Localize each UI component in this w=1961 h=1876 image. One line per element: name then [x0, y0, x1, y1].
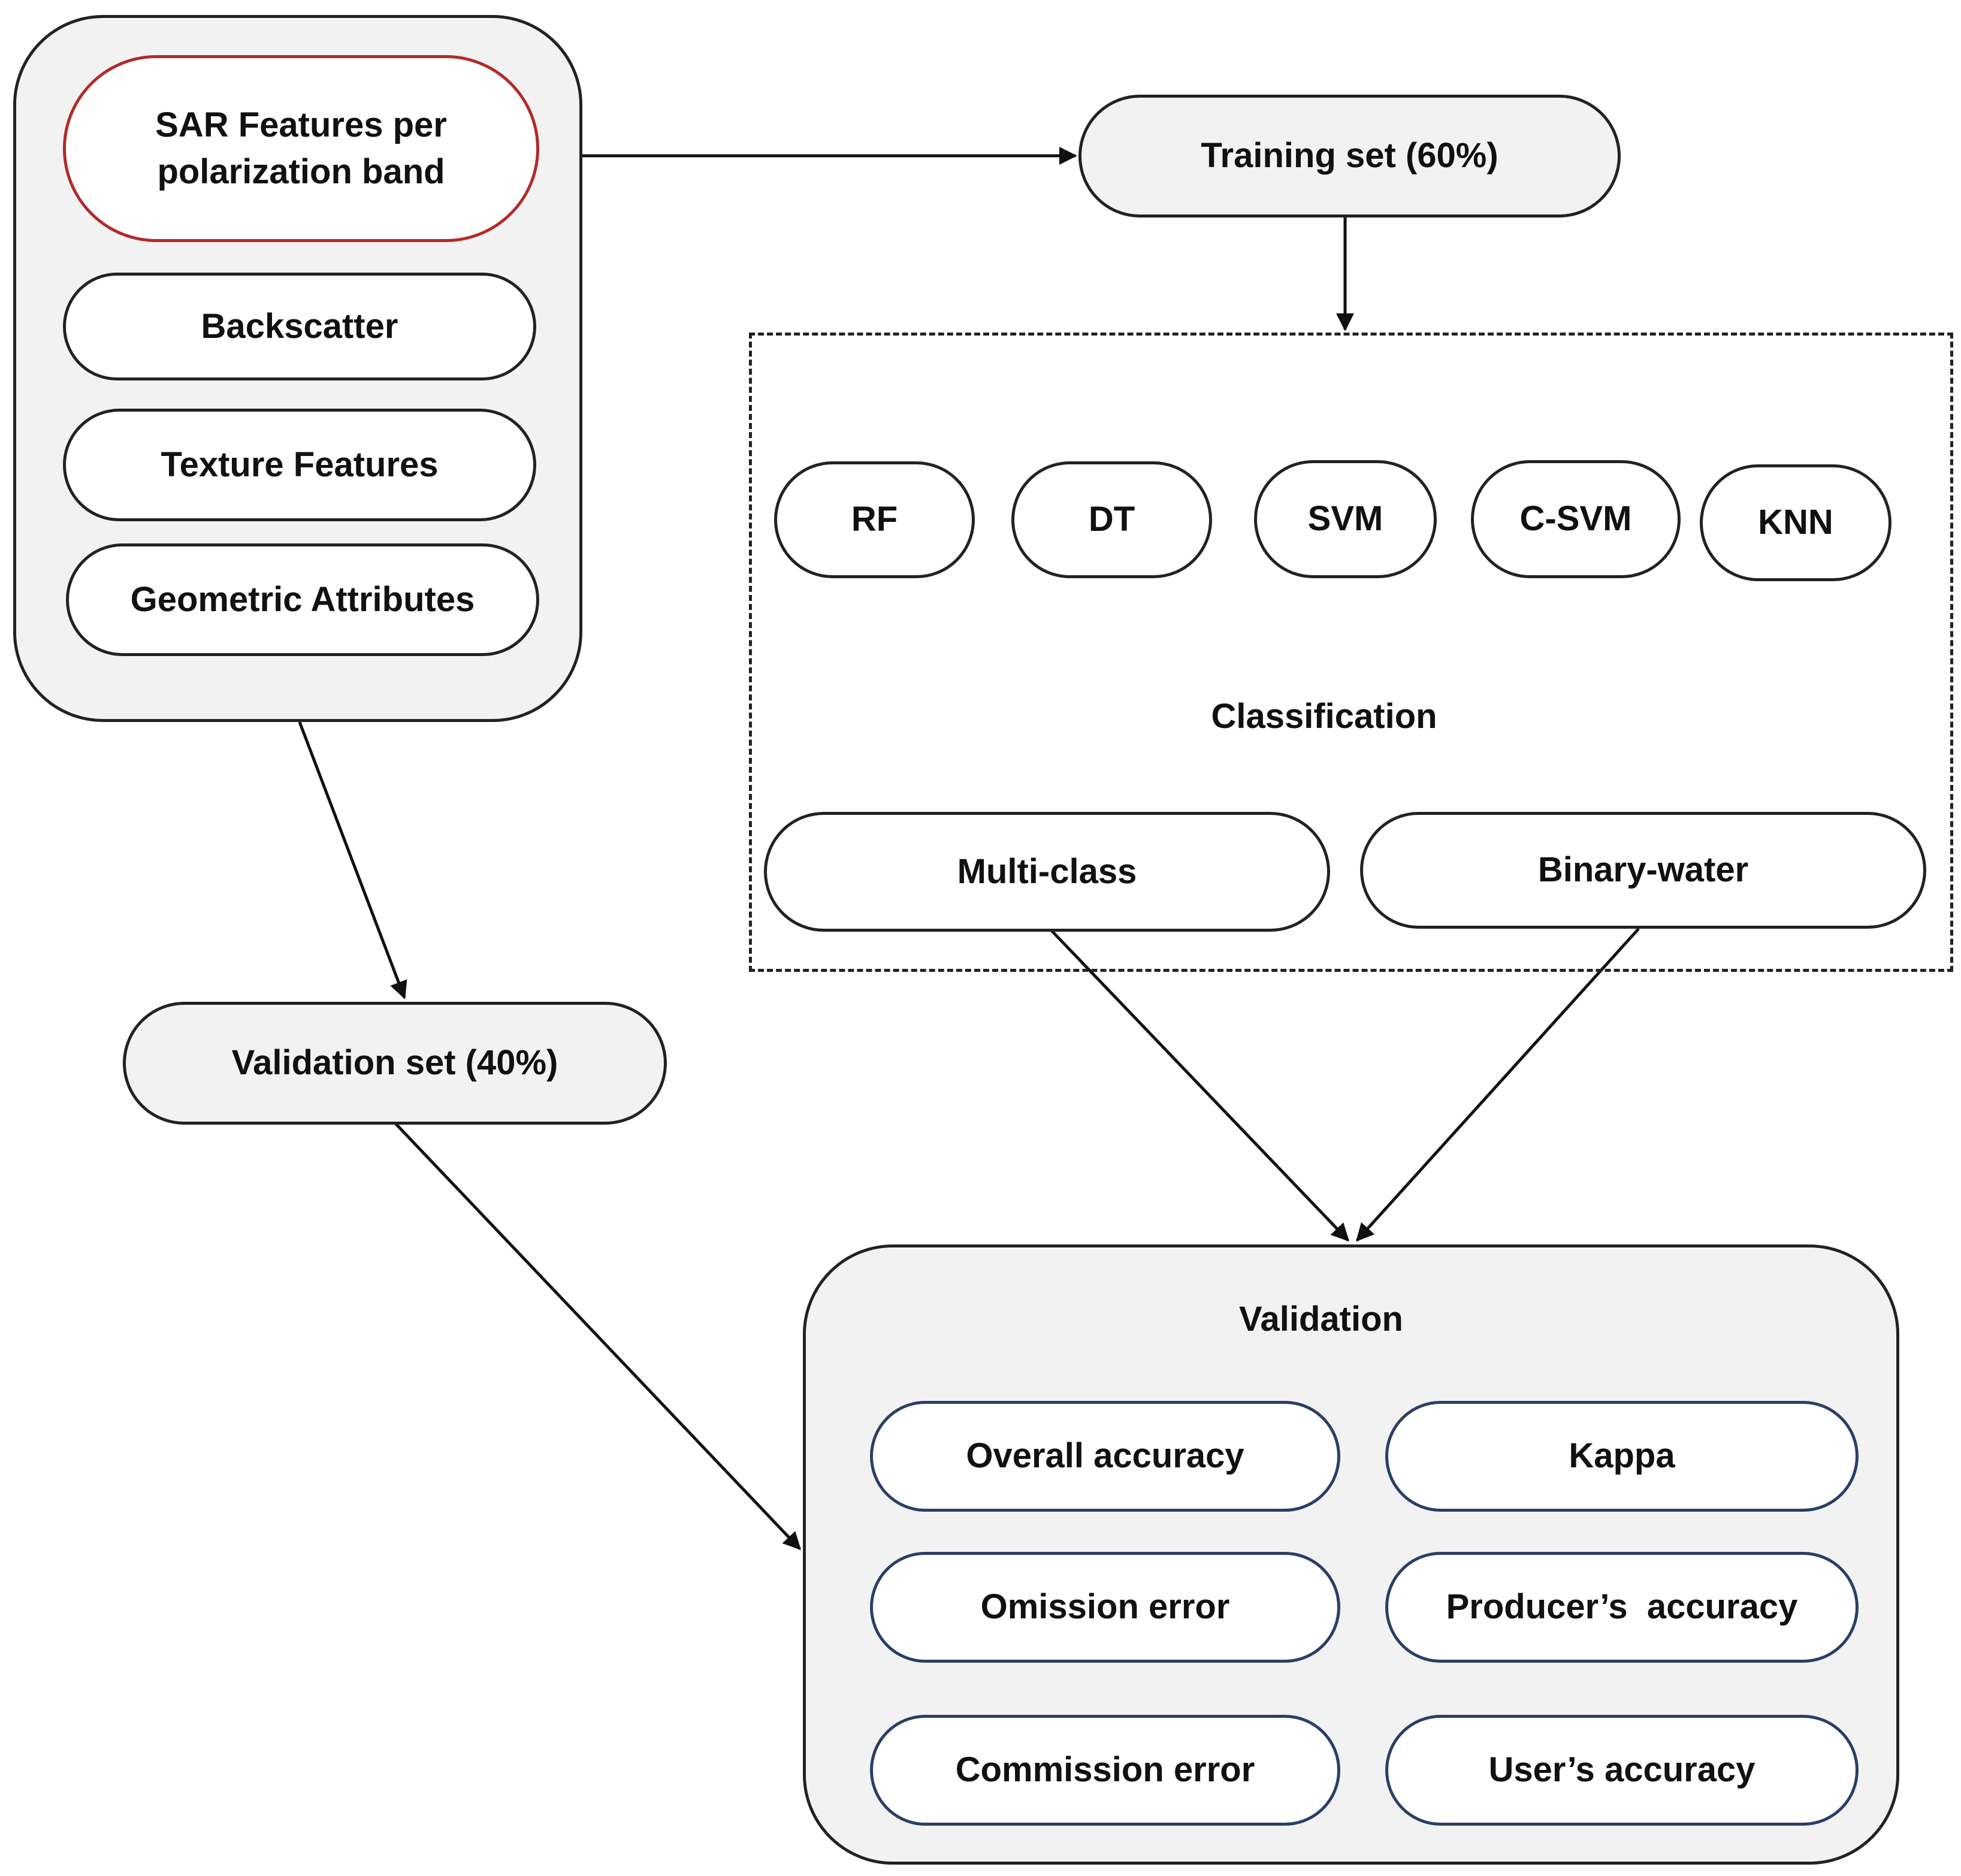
validation-set-label: Validation set (40%) [231, 1043, 558, 1083]
algorithm-c-svm-label: C-SVM [1519, 499, 1632, 539]
classification-title: Classification [1211, 697, 1437, 736]
training-set-label: Training set (60%) [1201, 136, 1498, 176]
sar-features-node: SAR Features per polarization band [63, 55, 539, 242]
arrow-multiclass-to-validation [1049, 928, 1350, 1242]
backscatter-label: Backscatter [201, 306, 398, 346]
arrow-binary-to-validation [1355, 928, 1640, 1242]
metric-commission-error-label: Commission error [955, 1750, 1255, 1790]
classification-container [749, 333, 1953, 972]
metric-overall-accuracy-label: Overall accuracy [966, 1436, 1244, 1476]
metric-kappa: Kappa [1385, 1401, 1859, 1512]
geometric-attributes-label: Geometric Attributes [130, 579, 475, 619]
algorithm-rf-label: RF [851, 500, 898, 539]
arrow-features-to-validation-set [298, 721, 407, 999]
metric-users-accuracy-label: User’s accuracy [1488, 1750, 1755, 1790]
texture-features-node: Texture Features [63, 409, 536, 521]
algorithm-dt-label: DT [1088, 500, 1135, 539]
algorithm-dt: DT [1011, 461, 1212, 578]
validation-title: Validation [1239, 1300, 1403, 1339]
metric-producers-accuracy-label: Producer’s accuracy [1446, 1587, 1798, 1627]
metric-commission-error: Commission error [870, 1715, 1340, 1826]
texture-features-label: Texture Features [161, 445, 439, 484]
binary-water-node: Binary-water [1360, 812, 1926, 929]
geometric-attributes-node: Geometric Attributes [66, 543, 539, 656]
metric-overall-accuracy: Overall accuracy [870, 1401, 1340, 1512]
algorithm-knn: KNN [1700, 464, 1891, 581]
multi-class-node: Multi-class [764, 812, 1330, 932]
training-set-node: Training set (60%) [1078, 95, 1621, 217]
binary-water-label: Binary-water [1537, 850, 1749, 890]
algorithm-rf: RF [774, 461, 975, 578]
validation-set-node: Validation set (40%) [123, 1002, 667, 1125]
sar-features-label: SAR Features per polarization band [155, 105, 447, 191]
metric-producers-accuracy: Producer’s accuracy [1385, 1552, 1859, 1663]
metric-omission-error-label: Omission error [980, 1587, 1230, 1627]
arrow-validation-set-to-validation [394, 1122, 802, 1551]
backscatter-node: Backscatter [63, 273, 536, 380]
algorithm-c-svm: C-SVM [1471, 460, 1681, 578]
algorithm-svm-label: SVM [1307, 499, 1383, 539]
algorithm-svm: SVM [1254, 460, 1437, 578]
metric-kappa-label: Kappa [1569, 1436, 1675, 1476]
metric-users-accuracy: User’s accuracy [1385, 1715, 1859, 1826]
multi-class-label: Multi-class [957, 851, 1137, 891]
metric-omission-error: Omission error [870, 1552, 1340, 1663]
algorithm-knn-label: KNN [1758, 503, 1833, 542]
